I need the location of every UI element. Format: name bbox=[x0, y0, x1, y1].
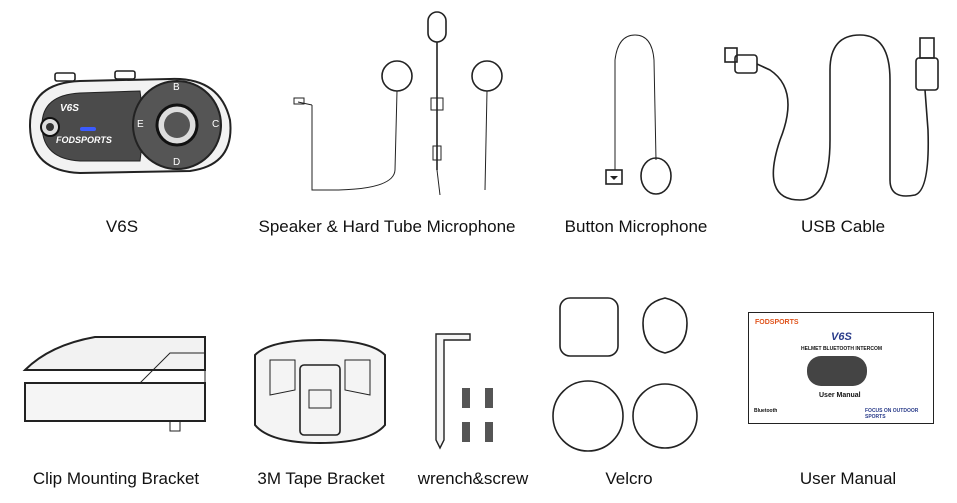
manual-tagline: FOCUS ON OUTDOOR SPORTS bbox=[865, 408, 919, 420]
velcro-drawing bbox=[552, 297, 698, 452]
device-button-d: D bbox=[173, 157, 181, 168]
manual-subtitle: HELMET BLUETOOTH INTERCOM bbox=[801, 346, 883, 352]
label-user-manual: User Manual bbox=[799, 469, 897, 488]
button-microphone-image bbox=[590, 30, 690, 200]
manual-model: V6S bbox=[831, 331, 852, 343]
label-wrench-screw: wrench&screw bbox=[417, 469, 529, 488]
device-button-b: B bbox=[173, 82, 180, 93]
manual-title: User Manual bbox=[819, 392, 861, 399]
manual-device-thumbnail bbox=[807, 356, 867, 386]
manual-brand: FODSPORTS bbox=[755, 319, 799, 326]
device-model-text: V6S bbox=[60, 103, 79, 114]
v6s-device-image: V6S FODSPORTS B E C D bbox=[20, 65, 245, 185]
label-button-microphone: Button Microphone bbox=[564, 217, 708, 236]
label-speaker-microphone: Speaker & Hard Tube Microphone bbox=[258, 217, 516, 236]
clip-bracket-image bbox=[20, 325, 210, 435]
clip-bracket-drawing bbox=[22, 336, 206, 432]
wrench-screw-drawing bbox=[435, 333, 493, 450]
label-clip-bracket: Clip Mounting Bracket bbox=[32, 469, 200, 488]
label-tape-bracket: 3M Tape Bracket bbox=[257, 469, 385, 488]
label-usb-cable: USB Cable bbox=[800, 217, 886, 236]
device-brand-text: FODSPORTS bbox=[56, 135, 112, 145]
usb-cable-image bbox=[720, 30, 945, 210]
device-button-c: C bbox=[212, 119, 220, 130]
wrench-screw-image bbox=[428, 330, 508, 450]
v6s-device-drawing bbox=[28, 70, 232, 175]
usb-cable-drawing bbox=[724, 34, 939, 201]
label-velcro: Velcro bbox=[605, 469, 653, 488]
speaker-microphone-image bbox=[290, 10, 520, 210]
tape-bracket-drawing bbox=[254, 338, 386, 445]
button-microphone-drawing bbox=[605, 34, 672, 195]
manual-bluetooth: Bluetooth bbox=[754, 408, 778, 414]
velcro-image bbox=[552, 293, 700, 458]
speaker-microphone-drawing bbox=[293, 11, 503, 196]
tape-bracket-image bbox=[245, 335, 395, 450]
label-v6s: V6S bbox=[105, 217, 139, 236]
user-manual-image: FODSPORTS V6S HELMET BLUETOOTH INTERCOM … bbox=[748, 312, 934, 424]
device-button-e: E bbox=[137, 119, 144, 130]
